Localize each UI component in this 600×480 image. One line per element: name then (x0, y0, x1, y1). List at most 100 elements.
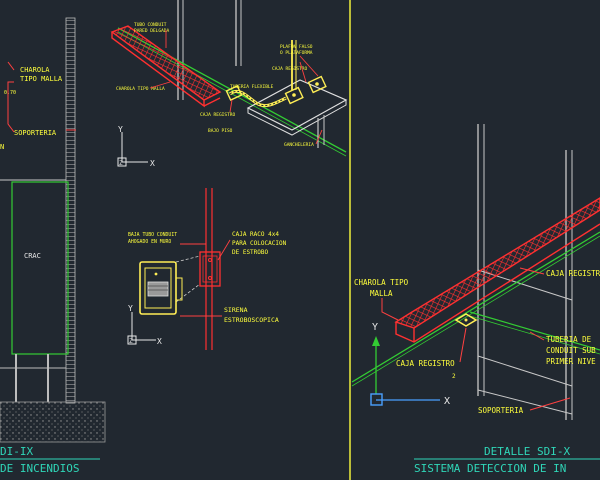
dimension-label: 0.70 (4, 90, 16, 96)
right-isometric-detail: CHAROLA TIPO MALLA CAJA REGISTR TUBERIA … (351, 124, 600, 475)
caja-registro-2-label: CAJA REGISTRO (272, 66, 308, 72)
charola-label-line1: CHAROLA (20, 66, 50, 74)
sirena-label-1: SIRENA (224, 306, 248, 314)
cable-tray (394, 197, 600, 329)
sirena-label-2: ESTROBOSCOPICA (224, 316, 279, 324)
floor-slab (0, 401, 106, 443)
strobe-face (144, 267, 172, 309)
ground-wire (351, 231, 600, 383)
ucs-x-label: X (150, 159, 155, 168)
tuberia-label-3: PRIMER NIVE (546, 357, 596, 366)
charola-tipo-label-2: MALLA (370, 289, 393, 298)
tuberia-flexible-label: TUBERIA FLEXIBLE (230, 84, 274, 90)
ceiling-plate-thickness (247, 100, 347, 136)
tubo-conduit-label-1: TUBO CONDUIT (134, 22, 167, 28)
leader-line (149, 81, 171, 89)
ucs-z-label: Z (119, 160, 123, 167)
tuberia-label-1: TUBERIA DE (546, 335, 592, 344)
junction-box (454, 313, 478, 327)
left-detail-panel: CRAC CHAROLA TIPO MALLA 0.70 SOPORTERIA … (0, 17, 106, 475)
detail-marker: 2 (452, 373, 456, 380)
ucs-x-label: X (157, 337, 162, 346)
junction-box (284, 86, 304, 105)
leader-line (7, 61, 15, 71)
ucs-y-label: Y (118, 125, 123, 134)
soporteria-label: SOPORTERIA (478, 406, 524, 415)
leader-line (381, 298, 399, 321)
left-title-name: DE INCENDIOS (0, 462, 79, 475)
caja-registro-label: CAJA REGISTRO (200, 112, 236, 118)
bajo-piso-label: BAJO PISO (208, 128, 233, 134)
leader-line (529, 331, 545, 341)
projection-line (175, 255, 201, 263)
cable-tray-edge (111, 32, 205, 108)
detector-dot (292, 93, 296, 97)
charola-label-line2: TIPO MALLA (20, 75, 63, 83)
raco-screw (208, 276, 212, 280)
cross-rail (477, 389, 573, 415)
soporteria-label: SOPORTERIA (14, 129, 57, 137)
ucs-y-label: Y (372, 322, 378, 333)
crac-label: CRAC (24, 252, 41, 260)
detector-dot (315, 82, 319, 86)
strobe-mount (175, 277, 183, 301)
isometric-tray-detail: TUBO CONDUIT PARED DELGADA CHAROLA TIPO … (110, 0, 348, 157)
caja-registro-label: CAJA REGISTRO (396, 359, 455, 368)
junction-box (225, 85, 243, 101)
projection-line (175, 283, 201, 303)
strobe-siren-detail: BAJA TUBO CONDUIT AHOGADO EN MURO CAJA R… (128, 188, 287, 350)
raco-screw (208, 258, 212, 262)
leader-line (315, 129, 323, 145)
ucs-y-arrow (372, 336, 380, 346)
baja-tubo-label-2: AHOGADO EN MURO (128, 239, 171, 245)
ucs-icon-2: Y X Z (127, 304, 162, 346)
plafon-label-1: PLAFON FALSO (280, 44, 313, 50)
leader-line (459, 327, 467, 363)
leader-line (529, 397, 571, 411)
tuberia-label-2: CONDUIT SUB (546, 346, 596, 355)
cable-tray (110, 25, 222, 101)
raco-box-inner (202, 255, 218, 283)
charola-tipo-label-1: CHAROLA TIPO (354, 278, 409, 287)
plafon-label-2: O PLATAFORMA (280, 50, 313, 56)
leader-line (299, 61, 307, 83)
leader-line (229, 99, 233, 113)
right-title-code: DETALLE SDI-X (484, 445, 570, 458)
strobe-indicator (154, 272, 158, 276)
cable-tray-edge (203, 97, 221, 107)
caja-raco-label-1: CAJA RACO 4x4 (232, 231, 279, 238)
cross-rail (477, 355, 573, 387)
caja-raco-label-2: PARA COLOCACION (232, 240, 287, 247)
crac-unit (11, 181, 69, 355)
ucs-x-label: X (444, 396, 450, 407)
leader-line (519, 267, 545, 275)
leader-line (217, 239, 231, 261)
ucs-box (370, 393, 383, 406)
baja-tubo-label-1: BAJA TUBO CONDUIT (128, 232, 177, 238)
ucs-z-label: Z (129, 338, 133, 345)
ladder-column (65, 17, 76, 404)
leader-line (299, 55, 319, 77)
junction-box (307, 75, 327, 94)
gancheleria-label: GANCHELERIA (284, 142, 314, 148)
junction-dot (464, 318, 468, 322)
ground-wire (469, 311, 600, 351)
tubo-conduit-label-2: PARED DELGADA (134, 28, 170, 34)
strobe-lens (147, 281, 169, 297)
ground-wire (351, 235, 600, 387)
ucs-icon-3: Y X (370, 322, 450, 407)
ucs-icon: Y X Z (117, 125, 155, 168)
raco-box (199, 251, 221, 287)
n-label: N (0, 143, 4, 151)
charola-malla-label: CHAROLA TIPO MALLA (116, 86, 165, 92)
ucs-y-label: Y (128, 304, 133, 313)
ucs-box (127, 335, 137, 345)
caja-raco-label-3: DE ESTROBO (232, 249, 269, 256)
left-title-code: DI-IX (0, 445, 33, 458)
flexible-conduit (229, 90, 287, 107)
leader-line (7, 81, 15, 133)
right-title-name: SISTEMA DETECCION DE IN (414, 462, 566, 475)
cable-tray-edge (395, 223, 600, 343)
ucs-box (117, 157, 127, 167)
